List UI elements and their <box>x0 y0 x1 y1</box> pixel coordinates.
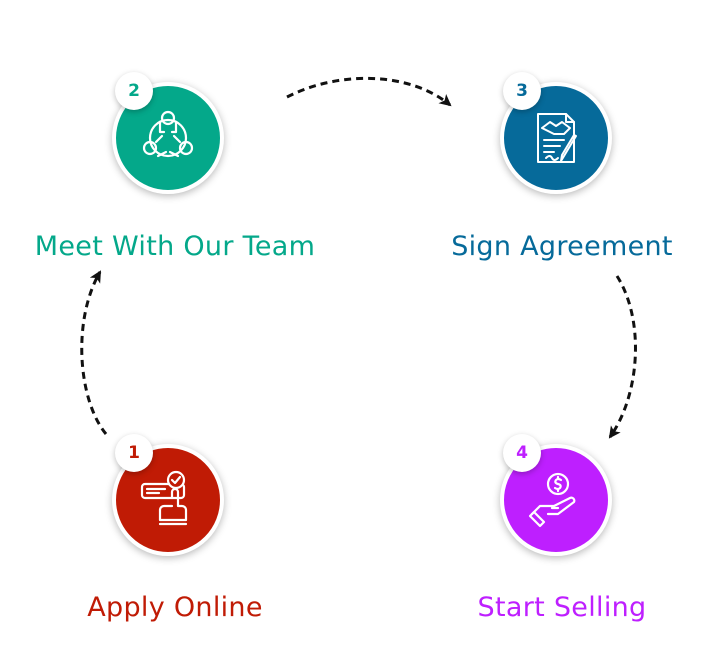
hand-click-checkmark-icon <box>140 470 188 526</box>
step-2-circle <box>112 82 224 194</box>
step-3-label: Sign Agreement <box>451 231 673 262</box>
step-1-number-badge: 1 <box>115 434 153 472</box>
hand-dollar-coin-icon <box>528 472 576 528</box>
step-4-number-badge: 4 <box>503 434 541 472</box>
step-3-number-badge: 3 <box>503 72 541 110</box>
step-3-circle <box>500 82 612 194</box>
arrow-step2-to-step3 <box>286 76 452 107</box>
arrow-step3-to-step4 <box>608 275 637 439</box>
arrow-step1-to-step2 <box>80 270 108 435</box>
step-4-label: Start Selling <box>477 592 647 623</box>
step-1-label: Apply Online <box>87 592 263 623</box>
step-2-label: Meet With Our Team <box>34 231 316 262</box>
team-meeting-icon <box>142 110 194 158</box>
step-2-number-badge: 2 <box>115 72 153 110</box>
signed-contract-icon <box>537 113 577 163</box>
